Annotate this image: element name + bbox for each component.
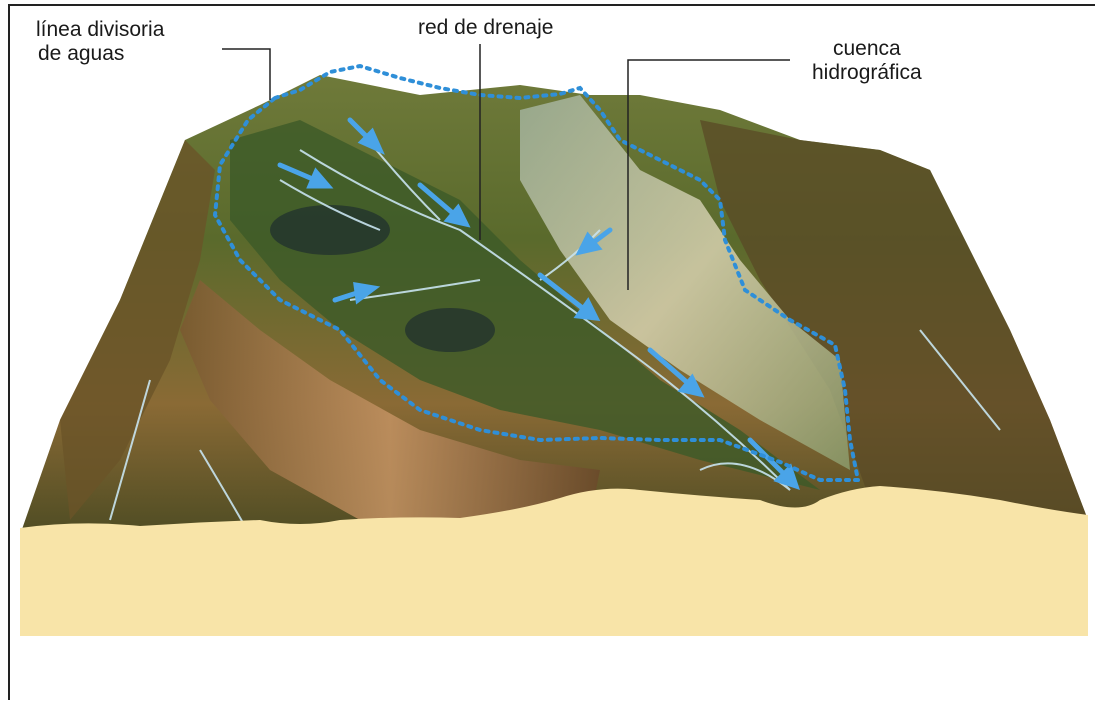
label-divisoria-line2: de aguas	[36, 42, 164, 66]
label-cuenca-line2: hidrográfica	[812, 61, 922, 85]
label-hydrographic-basin: cuenca hidrográfica	[812, 37, 922, 85]
label-divisoria-line1: línea divisoria	[36, 18, 164, 42]
label-cuenca-line1: cuenca	[812, 37, 922, 61]
dark-depression	[405, 308, 495, 352]
label-drainage-network: red de drenaje	[418, 16, 553, 40]
leader-line-divisoria	[222, 49, 270, 100]
dark-depression	[270, 205, 390, 255]
label-watershed-divide: línea divisoria de aguas	[36, 18, 164, 66]
